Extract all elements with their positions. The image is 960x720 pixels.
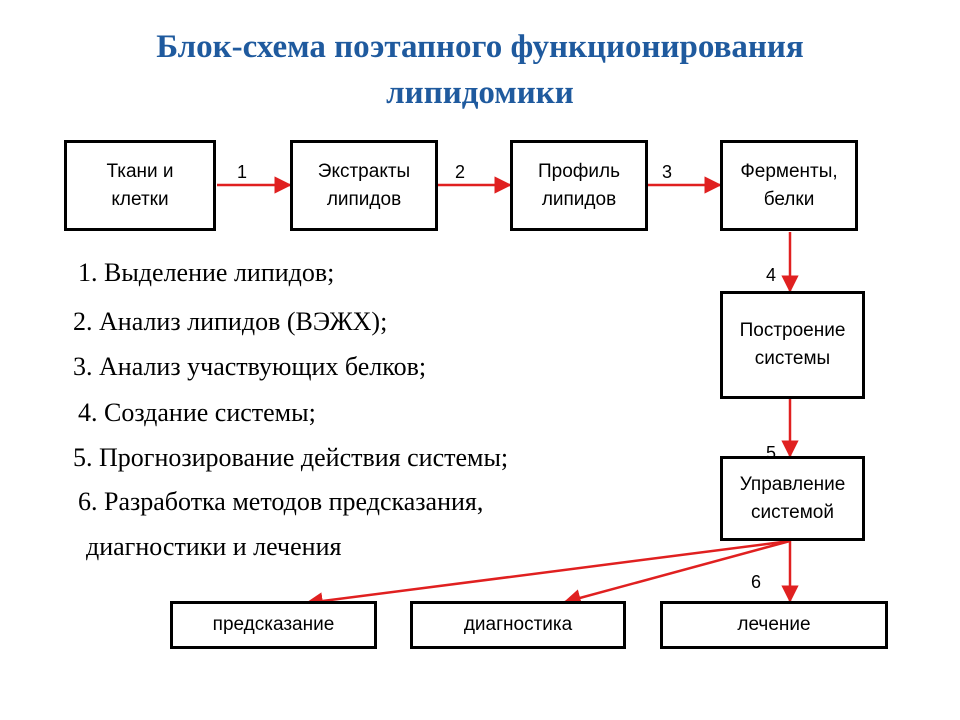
box-control-line1: Управление xyxy=(739,473,846,495)
box-profile-line1: Профиль xyxy=(537,160,621,182)
box-enzymes-line2: белки xyxy=(763,188,815,210)
box-extracts-line1: Экстракты xyxy=(317,160,411,182)
box-prediction-label: предсказание xyxy=(212,614,335,635)
box-profile-line2: липидов xyxy=(541,188,617,210)
arrow-label-3: 3 xyxy=(662,162,673,182)
arrow-6-prediction xyxy=(305,539,791,610)
diagram-title-line2: липидомики xyxy=(386,75,574,111)
box-tissues-cells: Ткани и клетки xyxy=(64,140,216,231)
box-build-line2: системы xyxy=(754,348,831,369)
step-3: 3. Анализ участвующих белков; xyxy=(73,352,427,381)
box-lipid-extracts: Экстракты липидов xyxy=(290,140,438,231)
box-diagnostics: диагностика xyxy=(410,601,626,649)
box-prediction: предсказание xyxy=(170,601,377,649)
arrow-6-diagnostics xyxy=(563,539,791,607)
step-1: 1. Выделение липидов; xyxy=(78,258,335,287)
diagram-title-line1: Блок-схема поэтапного функционирования xyxy=(156,29,804,65)
box-enzymes-line1: Ферменты, xyxy=(740,160,838,182)
arrow-label-5: 5 xyxy=(766,443,777,463)
box-control-line2: системой xyxy=(751,501,834,523)
box-treatment-label: лечение xyxy=(737,614,811,635)
box-system-control: Управление системой xyxy=(720,456,865,541)
box-system-building: Построение системы xyxy=(720,291,865,399)
arrow-label-4: 4 xyxy=(766,265,777,285)
arrow-label-6: 6 xyxy=(751,572,762,592)
box-tissues-line2: клетки xyxy=(111,188,169,210)
box-lipid-profile: Профиль липидов xyxy=(510,140,648,231)
arrow-label-1: 1 xyxy=(237,162,248,182)
box-tissues-line1: Ткани и xyxy=(106,160,174,182)
diagram-title: Блок-схема поэтапного функционирования л… xyxy=(0,24,960,116)
arrow-label-2: 2 xyxy=(455,162,466,182)
box-diagnostics-label: диагностика xyxy=(463,614,573,635)
box-extracts-line2: липидов xyxy=(326,188,402,210)
box-treatment: лечение xyxy=(660,601,888,649)
box-enzymes-proteins: Ферменты, белки xyxy=(720,140,858,231)
step-5: 5. Прогнозирование действия системы; xyxy=(73,443,509,472)
box-build-line1: Построение xyxy=(739,320,846,341)
step-2: 2. Анализ липидов (ВЭЖХ); xyxy=(73,307,388,336)
step-6: 6. Разработка методов предсказания, xyxy=(78,487,484,516)
step-6-continued: диагностики и лечения xyxy=(86,532,342,561)
step-4: 4. Создание системы; xyxy=(78,398,316,427)
